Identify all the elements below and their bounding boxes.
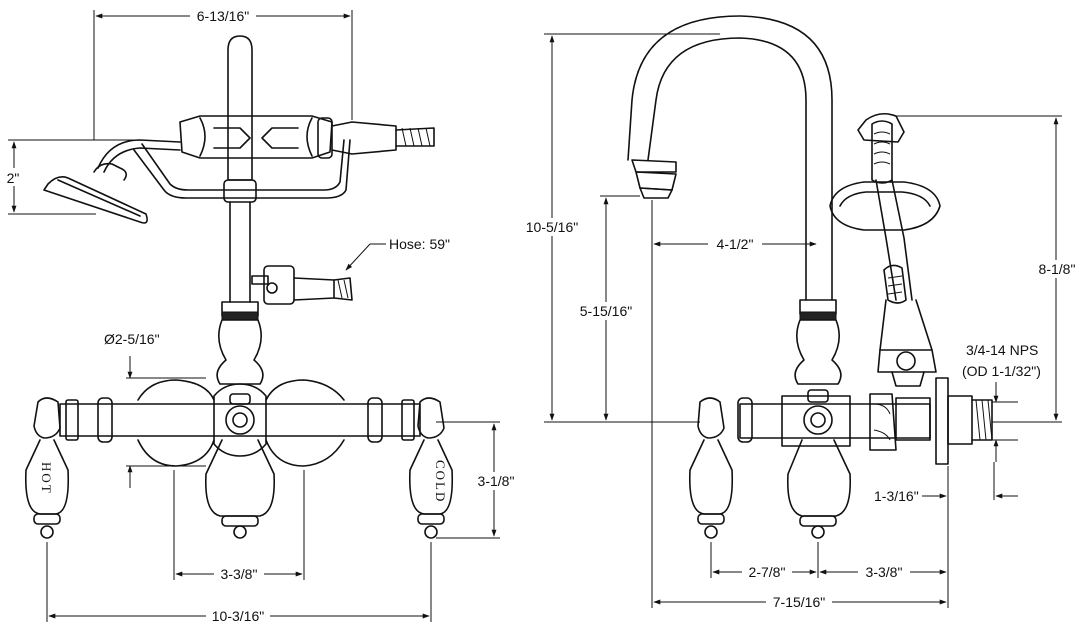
side-view: 10-5/16" 5-15/16" 4-1/2" [518, 15, 1080, 610]
inlet-offset-label: 1-3/16" [874, 488, 919, 504]
front-centers-dimension: 3-3/8" [173, 470, 305, 582]
front-overall-width-dimension: 10-3/16" [46, 542, 432, 624]
spout-reach-label: 4-1/2" [717, 236, 754, 252]
front-top-width-dimension: 6-13/16" [93, 6, 353, 140]
side-center-handle [786, 439, 852, 539]
cold-handle: COLD [408, 397, 454, 539]
thread-od-label: (OD 1-1/32") [962, 363, 1041, 379]
side-body [737, 377, 993, 465]
thread-label: 3/4-14 NPS [966, 342, 1038, 358]
handle-offset-label: 2-7/8" [749, 564, 786, 580]
valve-bodies [137, 379, 345, 467]
body-diameter-label: Ø2-5/16" [104, 331, 160, 347]
inlet-centers-label: 3-3/8" [866, 564, 903, 580]
front-riser-pipe [216, 35, 264, 385]
handshower-cradle [133, 115, 435, 199]
body-diameter-dimension: Ø2-5/16" [104, 331, 206, 488]
side-overall-height-dimension: 10-5/16" [518, 33, 720, 423]
center-hub [213, 383, 267, 457]
handshower-height-label: 2" [7, 170, 20, 186]
side-handshower-cradle [829, 112, 1062, 387]
hot-label: HOT [39, 462, 54, 495]
inlet-offset-dimension: 1-3/16" [874, 462, 1018, 608]
cold-label: COLD [433, 460, 448, 503]
front-overall-width-label: 10-3/16" [212, 608, 264, 624]
handshower-head [43, 139, 181, 224]
cradle-height-dimension: 8-1/8" [992, 117, 1080, 423]
spout-clearance-label: 5-15/16" [580, 303, 632, 319]
gooseneck-spout [627, 15, 842, 385]
hot-handle: HOT [24, 397, 70, 539]
center-handle [204, 439, 276, 539]
thread-callout: 3/4-14 NPS (OD 1-1/32") [962, 342, 1041, 462]
spout-clearance-dimension: 5-15/16" [574, 195, 640, 421]
side-bottom-dimensions: 2-7/8" 3-3/8" 7-15/16" [653, 542, 947, 610]
side-overall-height-label: 10-5/16" [526, 219, 578, 235]
hose-connection: Hose: 59" [251, 236, 450, 305]
cradle-height-label: 8-1/8" [1039, 261, 1076, 277]
side-left-handle [688, 397, 734, 539]
spout-reach-dimension: 4-1/2" [651, 200, 817, 608]
front-centers-label: 3-3/8" [221, 566, 258, 582]
handshower-height-dimension: 2" [2, 139, 140, 215]
hose-length-label: Hose: 59" [389, 236, 450, 252]
front-view: 6-13/16" 2" [2, 6, 524, 624]
handle-height-label: 3-1/8" [478, 473, 515, 489]
front-width-top-label: 6-13/16" [197, 8, 249, 24]
handle-height-dimension: 3-1/8" [436, 421, 524, 539]
side-overall-depth-label: 7-15/16" [773, 594, 825, 610]
